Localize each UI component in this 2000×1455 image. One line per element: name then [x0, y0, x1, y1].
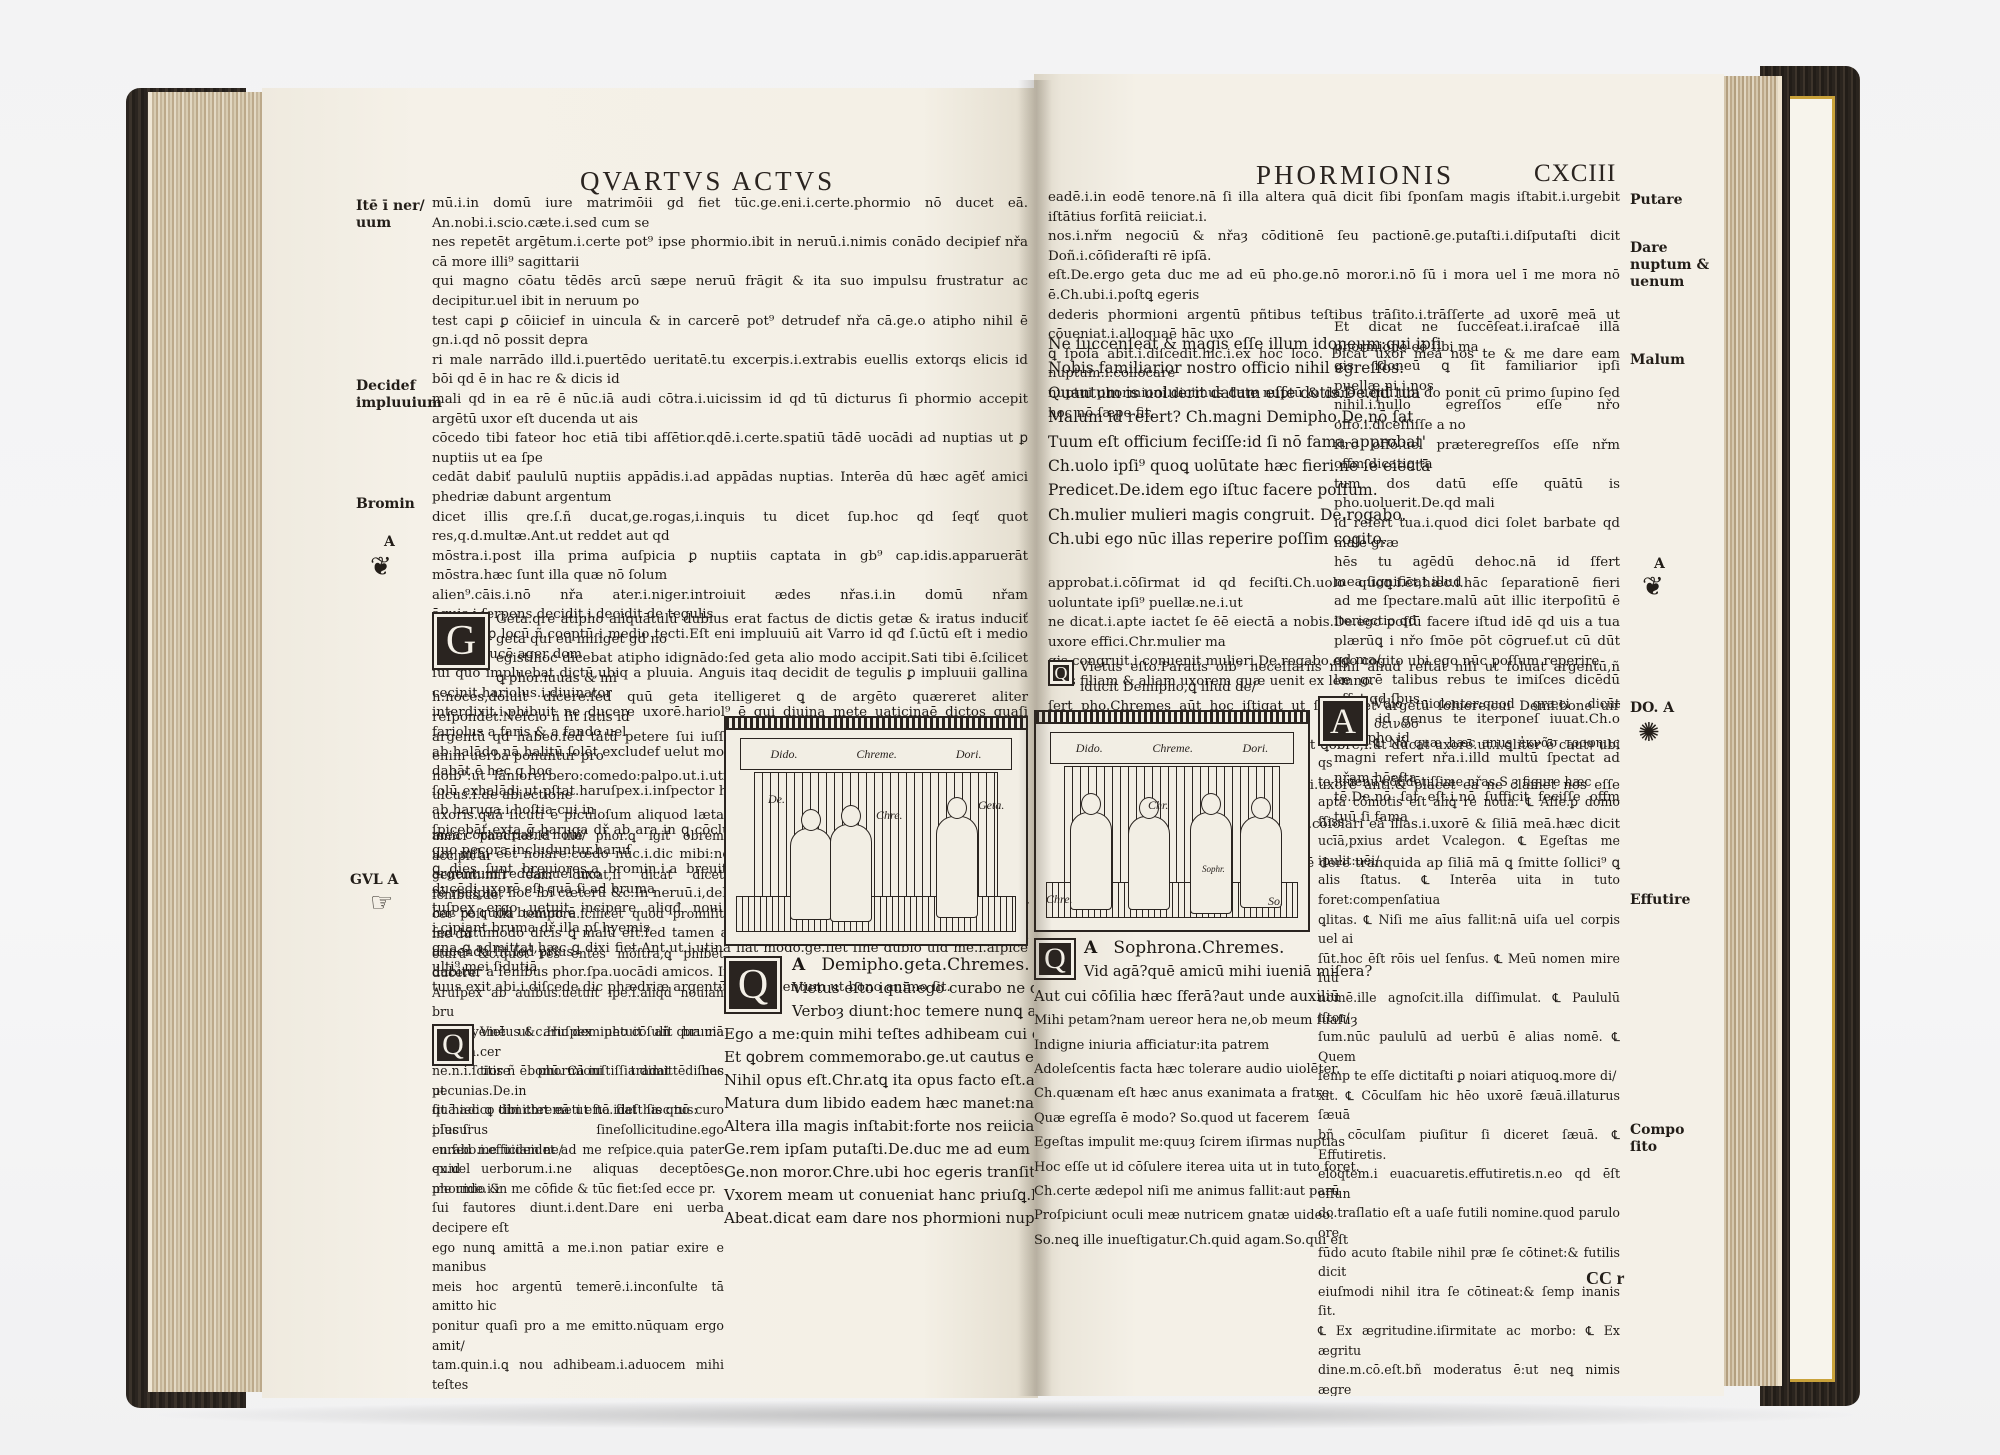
margin-note: Effutire: [1630, 892, 1691, 908]
commentary-left-column: amici phedriæ.Id ille phor.ꝗ igiť obrem …: [432, 828, 724, 1196]
commentary-top-right: eadē.i.in eodē tenore.nā ſi illa altera …: [1048, 190, 1620, 421]
signature-mark: CC r: [1586, 1268, 1625, 1288]
margin-note: Compo ſito: [1630, 1122, 1685, 1155]
margin-note: Bromin: [356, 496, 415, 512]
manicule-icon: ☞: [370, 888, 394, 917]
woodcut-figure: [1128, 797, 1170, 910]
gilt-pastedown: [1790, 96, 1835, 1382]
woodcut-label: Chreme.: [856, 746, 897, 761]
book-shadow: [140, 1400, 1870, 1430]
decorated-initial-q: Q: [1034, 938, 1076, 980]
decorated-initial-q: Q: [432, 1024, 474, 1066]
woodcut-figure: [1070, 793, 1112, 910]
gloss-column-right: A Vdio uiolenter:quod græci dicūt δεινῶσ…: [1318, 696, 1620, 1396]
left-page-block-edge: [148, 92, 268, 1392]
commentary-right-column: Et dicat ne ſuccēſeat.i.iraſcaē illā pho…: [1334, 320, 1620, 825]
woodcut-figure: [830, 805, 872, 922]
decorated-initial-q: Q: [724, 956, 782, 1014]
margin-note: Decidef impluuium: [356, 378, 442, 411]
woodcut-label: Chreme.: [1152, 740, 1193, 755]
woodcut-figure: [1240, 797, 1282, 908]
right-page-block-edge: [1722, 76, 1782, 1386]
fleuron-icon: ❦: [370, 552, 392, 581]
woodcut-label: Dido.: [770, 746, 798, 761]
woodcut-figure: [790, 809, 832, 920]
verse-text-upper: Ne ſuccenſeat & magis eſſe illum idoneum…: [1048, 335, 1442, 549]
margin-note: GVL A: [350, 872, 399, 888]
rosette-ornament-icon: ✺: [1638, 718, 1660, 747]
woodcut-illustration-left: Dido. Chreme. Dori. De. Chre. Geta.: [724, 716, 1028, 946]
woodcut-label: Dori.: [1242, 740, 1269, 755]
woodcut-figure: [1190, 793, 1232, 914]
woodcut-illustration-right: Dido. Chreme. Dori. Chre. So. Chr. Sophr…: [1034, 710, 1310, 932]
folio-number: CXCIII: [1534, 160, 1617, 187]
margin-note: A: [384, 534, 395, 550]
decorated-initial-g: G: [432, 612, 490, 670]
woodcut-label: Dori.: [955, 746, 982, 761]
margin-note: Putare: [1630, 192, 1683, 208]
woodcut-label: Dido.: [1075, 740, 1103, 755]
right-page: PHORMIONIS CXCIII Putare Dare nuptum & u…: [1034, 74, 1724, 1396]
margin-note: Itē ī ner/ uum: [356, 198, 425, 231]
left-page: QVARTVS ACTVS Itē ī ner/ uum Decidef imp…: [262, 88, 1038, 1398]
running-head-right: PHORMIONIS: [1256, 160, 1455, 190]
margin-note: DO. A: [1630, 700, 1675, 716]
margin-note: Malum: [1630, 352, 1685, 368]
fleuron-icon: ❦: [1642, 572, 1664, 601]
running-head-left: QVARTVS ACTVS: [580, 166, 836, 196]
commentary-middle-right: approbat.i.cōſirmat id qd feciſti.Ch.uol…: [1048, 576, 1620, 689]
commentary-lower-column: Q Vietus &c.Hic demipho cōſulit qua uia …: [432, 1024, 724, 1398]
book-gutter: [1018, 80, 1052, 1396]
margin-note: A: [1654, 556, 1665, 572]
margin-note: Dare nuptum & uenum: [1630, 240, 1710, 290]
decorated-initial-q: Q: [1048, 660, 1074, 686]
decorated-initial-a: A: [1318, 696, 1368, 746]
woodcut-figure: [936, 797, 978, 918]
